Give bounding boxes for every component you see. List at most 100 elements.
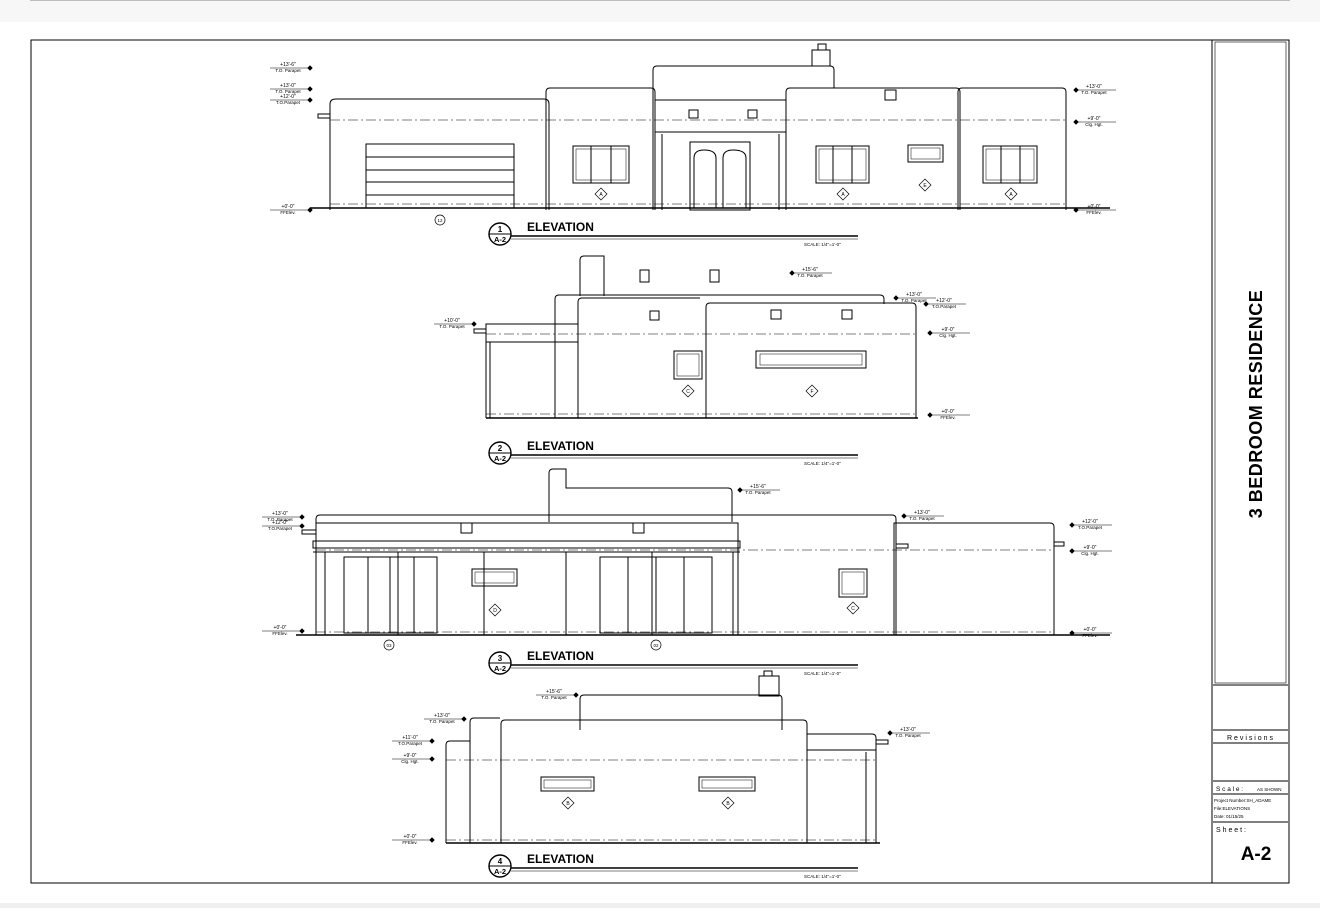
file-name: File:ELEVATIONS bbox=[1214, 806, 1250, 811]
elevation-scale: SCALE: 1/4"=1'-0" bbox=[804, 461, 841, 466]
level-right-1-value: +9'-0" bbox=[1088, 116, 1101, 122]
window-tag: C bbox=[686, 389, 690, 395]
level-right-2-label: T.O.Parapet bbox=[1078, 525, 1103, 530]
level-left-0-label: T.O. Parapet bbox=[275, 68, 301, 73]
level-left-2-value: +12'-0" bbox=[280, 94, 296, 100]
level-right-1-value: +13'-0" bbox=[914, 510, 930, 516]
level-right-2-value: +12'-0" bbox=[936, 298, 952, 304]
window-tag: B bbox=[566, 801, 570, 807]
sheet-label: S h e e t : bbox=[1216, 827, 1246, 834]
detail-callout-circle bbox=[383, 639, 395, 651]
elevation-sheet-ref: A-2 bbox=[494, 235, 506, 244]
elevation-scale: SCALE: 1/4"=1'-0" bbox=[804, 671, 841, 676]
elevation-scale: SCALE: 1/4"=1'-0" bbox=[804, 242, 841, 247]
window-tag-diamond bbox=[846, 601, 860, 615]
window-tag: B bbox=[726, 801, 730, 807]
level-right-4-value: +0'-0" bbox=[942, 409, 955, 415]
level-right-0-value: +15'-6" bbox=[750, 484, 766, 490]
level-left-2-value: +0'-0" bbox=[274, 625, 287, 631]
level-left-1-value: +13'-0" bbox=[434, 713, 450, 719]
sheet-number: A-2 bbox=[1241, 844, 1272, 865]
elevation-title: ELEVATION bbox=[527, 852, 594, 866]
level-right-3-value: +9'-0" bbox=[1084, 545, 1097, 551]
elevation-1-title-block: 1A-2 ELEVATION SCALE: 1/4"=1'-0" bbox=[488, 220, 858, 247]
level-right-2-value: +0'-0" bbox=[1088, 204, 1101, 210]
drawing-canvas: 3 BEDROOM RESIDENCE R e v i s i o n s S … bbox=[0, 22, 1320, 903]
level-left-3-value: +0'-0" bbox=[282, 204, 295, 210]
level-right-4-label: FFElev. bbox=[1082, 633, 1097, 638]
window-tag-diamond bbox=[918, 178, 932, 192]
elevation-number: 4 bbox=[498, 857, 503, 866]
title-block bbox=[1211, 39, 1290, 884]
elevation-title: ELEVATION bbox=[527, 439, 594, 453]
level-left-1-label: T.O.Parapet bbox=[268, 526, 293, 531]
level-left-1-label: T.O. Parapet bbox=[429, 719, 455, 724]
level-left-0-label: T.O. Parapet bbox=[267, 517, 293, 522]
level-left-1-label: T.O. Parapet bbox=[275, 89, 301, 94]
elevation-4 bbox=[445, 670, 889, 844]
elevation-title: ELEVATION bbox=[527, 649, 594, 663]
scale-label: S c a l e : bbox=[1216, 786, 1243, 793]
revisions-label: R e v i s i o n s bbox=[1227, 735, 1273, 742]
elevation-sheet-ref: A-2 bbox=[494, 867, 506, 876]
level-right-1-value: +13'-0" bbox=[906, 292, 922, 298]
elevation-sheet-ref: A-2 bbox=[494, 454, 506, 463]
window-tag: E bbox=[923, 183, 927, 189]
elevation-sheet-ref: A-2 bbox=[494, 664, 506, 673]
detail-callout: 12 bbox=[437, 218, 443, 223]
level-right-2-label: FFElev. bbox=[1086, 210, 1101, 215]
level-right-3-label: Clg. Hgt. bbox=[939, 333, 957, 338]
scale-value: AS SHOWN bbox=[1257, 787, 1282, 792]
level-right-0-value: +15'-6" bbox=[802, 267, 818, 273]
detail-callout-circle bbox=[434, 214, 446, 226]
level-right-0-label: T.O. Parapet bbox=[745, 490, 771, 495]
level-left-0-label: T.O. Parapet bbox=[541, 695, 567, 700]
level-left-1-value: +13'-0" bbox=[280, 83, 296, 89]
level-left-1-value: +12'-0" bbox=[272, 520, 288, 526]
level-right-0-value: +13'-0" bbox=[900, 727, 916, 733]
level-right-1-label: T.O. Parapet bbox=[909, 516, 935, 521]
level-left-4-value: +0'-0" bbox=[404, 834, 417, 840]
level-left-2-label: FFElev. bbox=[272, 631, 287, 636]
window-tag-diamond bbox=[836, 187, 850, 201]
level-right-0-value: +13'-0" bbox=[1086, 84, 1102, 90]
window-tag-diamond bbox=[805, 384, 819, 398]
elevation-number: 2 bbox=[498, 444, 503, 453]
window-tag: C bbox=[851, 606, 855, 612]
elevation-title: ELEVATION bbox=[527, 220, 594, 234]
level-left-2-label: T.O.Parapet bbox=[398, 741, 423, 746]
sheet-title: 3 BEDROOM RESIDENCE bbox=[1246, 290, 1266, 519]
level-right-4-label: FFElev. bbox=[940, 415, 955, 420]
window-tag: A bbox=[841, 192, 845, 198]
window-tag: A bbox=[599, 192, 603, 198]
level-right-2-label: T.O.Parapet bbox=[932, 304, 957, 309]
window-tag: D bbox=[493, 608, 497, 614]
window-tag: F bbox=[810, 389, 813, 395]
detail-callout-circle bbox=[650, 639, 662, 651]
elevation-2 bbox=[473, 255, 918, 419]
drawing-date: Date: 01/15/25 bbox=[1214, 814, 1244, 819]
window-tag-diamond bbox=[594, 187, 608, 201]
level-right-3-value: +9'-0" bbox=[942, 327, 955, 333]
level-left-2-value: +11'-0" bbox=[402, 735, 418, 741]
detail-callout: 02 bbox=[653, 643, 659, 648]
level-left-0-value: +13'-0" bbox=[272, 511, 288, 517]
elevation-number: 1 bbox=[498, 225, 503, 234]
elevation-1 bbox=[310, 43, 1110, 211]
level-left-4-label: FFElev. bbox=[402, 840, 417, 845]
level-left-0-value: +15'-6" bbox=[546, 689, 562, 695]
level-right-0-label: T.O. Parapet bbox=[1081, 90, 1107, 95]
level-left-3-label: Clg. Hgt. bbox=[401, 759, 419, 764]
window-tag: A bbox=[1009, 192, 1013, 198]
project-number: Project Number:SH_ADAME bbox=[1214, 798, 1271, 803]
elevation-3 bbox=[296, 468, 1110, 636]
level-right-2-value: +12'-0" bbox=[1082, 519, 1098, 525]
window-tag-diamond bbox=[561, 796, 575, 810]
level-left-2-label: T.O.Parapet bbox=[276, 100, 301, 105]
window-tag-diamond bbox=[488, 603, 502, 617]
level-right-3-label: Clg. Hgt. bbox=[1081, 551, 1099, 556]
level-left-3-label: FFElev. bbox=[280, 210, 295, 215]
